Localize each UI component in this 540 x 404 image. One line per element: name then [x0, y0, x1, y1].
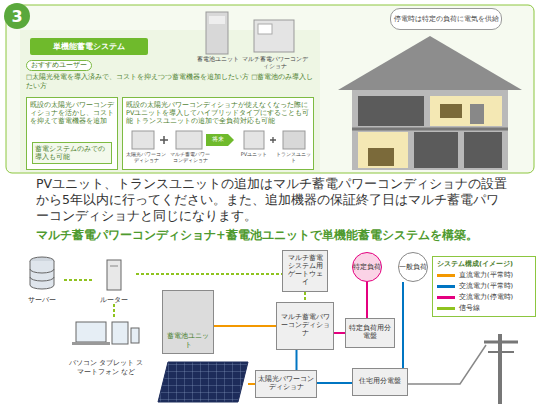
- gateway: マルチ蓄電システム用 ゲートウェイ: [282, 250, 328, 292]
- load-circle: 一般負荷: [398, 252, 428, 282]
- node-text: 停電時は特定の負荷に電気を供給: [394, 14, 499, 24]
- legend-text: 交流電力(平常時): [459, 282, 513, 291]
- title-box: 単機能蓄電システム: [30, 38, 148, 55]
- utility-pole: [408, 334, 518, 404]
- node-text: 蓄電システムのみでの導入も可能: [35, 145, 109, 161]
- legend-swatch: [437, 307, 455, 310]
- node-text: 既設の太陽光パワーコンディショナを活かし、コストを抑えて蓄電機器を追加: [30, 101, 114, 125]
- power-conditioner: マルチ蓄電パワーコンディショナ: [276, 302, 334, 350]
- connector: [296, 350, 298, 370]
- connector: [317, 382, 352, 384]
- legend-entry: 交流電力(平常時): [437, 282, 531, 291]
- note-paragraph: PVユニット、トランスユニットの追加はマルチ蓄電パワーコンディショナの設置から5…: [36, 176, 510, 224]
- node-text: 一般負荷: [399, 263, 427, 272]
- node-text: サーバー: [28, 296, 56, 304]
- product-label: トランスユニット: [274, 151, 312, 163]
- server: サーバー: [20, 256, 64, 304]
- legend-entry: 交流電力(停電時): [437, 293, 531, 302]
- connector: [136, 273, 282, 275]
- router-icon: [107, 260, 121, 290]
- battery-unit: 蓄電池ユニット: [162, 290, 214, 354]
- connector: [402, 282, 404, 368]
- product-label: PVユニット: [236, 151, 272, 157]
- callout: 停電時は特定の負荷に電気を供給: [390, 8, 502, 30]
- connector: [113, 304, 115, 318]
- future-tag: 将来: [209, 136, 227, 143]
- connector: [64, 279, 92, 281]
- node-text: 既設の太陽光パワーコンディショナが使えなくなった際にPVユニットを導入してハイブ…: [126, 101, 310, 125]
- node-text: ルーター: [100, 296, 128, 304]
- legend-title: システム構成(イメージ): [437, 260, 531, 269]
- connector: [214, 325, 276, 327]
- legend-box: システム構成(イメージ) 直流電力(平常時) 交流電力(平常時) 交流電力(停電時) 信…: [432, 256, 536, 317]
- legend-text: 信号線: [459, 304, 480, 313]
- router: ルーター: [92, 256, 136, 304]
- legend-text: 交流電力(停電時): [459, 293, 513, 302]
- server-icon: [30, 257, 54, 289]
- device-icons: [72, 322, 139, 345]
- node-text: マルチ蓄電パワーコンディショナ: [279, 314, 331, 337]
- legend-swatch: [437, 285, 455, 288]
- node-text: パソコン タブレット スマートフォン など: [68, 359, 144, 376]
- load-circle: 特定負荷: [352, 252, 382, 282]
- pcs-image: [254, 20, 294, 52]
- node-text: 特定負荷用分電盤: [348, 325, 392, 341]
- number-badge: 3: [4, 3, 30, 29]
- product-label: マルチ蓄電パワーコンディショナ: [240, 56, 310, 70]
- connector: [334, 332, 345, 334]
- battery-image: [206, 12, 228, 54]
- legend-swatch: [437, 274, 455, 277]
- product-label: マルチ蓄電パワーコンディショナ: [168, 151, 212, 163]
- legend-text: 直流電力(平常時): [459, 271, 513, 280]
- legend-entry: 直流電力(平常時): [437, 271, 531, 280]
- node-text: 3: [11, 7, 22, 26]
- node-text: マルチ蓄電システム用 ゲートウェイ: [285, 255, 325, 286]
- section-heading: マルチ蓄電パワーコンディショナ+蓄電池ユニットで単機能蓄電システムを構築。: [36, 228, 516, 243]
- node-text: 住宅用分電盤: [359, 378, 401, 386]
- solar-panel: [158, 362, 255, 402]
- node-text: 蓄電池ユニット: [165, 332, 211, 350]
- node-text: おすすめユーザー: [26, 60, 92, 71]
- option-note: 蓄電システムのみでの導入も可能: [32, 142, 112, 164]
- legend-entry: 信号線: [437, 304, 531, 313]
- house: [338, 36, 522, 170]
- distribution-board: 住宅用分電盤: [352, 368, 408, 396]
- option-box: 既設の太陽光パワーコンディショナを活かし、コストを抑えて蓄電機器を追加蓄電システ…: [26, 97, 118, 170]
- panel: [6, 5, 534, 173]
- product-label: 蓄電池ユニット: [192, 56, 244, 63]
- legend-swatch: [437, 296, 455, 299]
- devices: パソコン タブレット スマートフォン など: [68, 318, 144, 376]
- distribution-board: 特定負荷用分電盤: [345, 318, 395, 348]
- connector: [366, 282, 368, 318]
- node-text: 単機能蓄電システム: [53, 41, 125, 52]
- node-text: □太陽光発電を導入済みで、コストを抑えつつ蓄電機器を追加したい方 □蓄電池のみ導…: [26, 73, 314, 91]
- node-text: 太陽光パワーコンディショナ: [258, 376, 314, 392]
- node-text: 特定負荷: [353, 263, 381, 272]
- solar-conditioner: 太陽光パワーコンディショナ: [255, 370, 317, 398]
- connector: [304, 292, 306, 302]
- product-label: 太陽光パワーコンディショナ: [124, 151, 168, 163]
